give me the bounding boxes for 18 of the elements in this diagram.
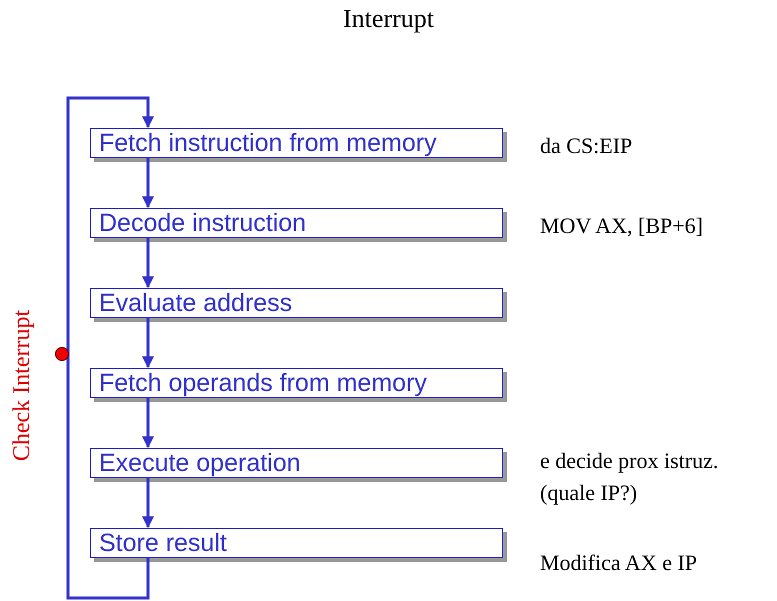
- box-label: Decode instruction: [99, 209, 306, 238]
- box-label: Evaluate address: [99, 289, 292, 318]
- box-label: Fetch instruction from memory: [99, 129, 437, 158]
- arrow: [66, 96, 154, 600]
- box-label: Execute operation: [99, 449, 301, 478]
- arrow: [142, 398, 154, 448]
- box-label: Store result: [99, 529, 227, 558]
- arrow: [142, 318, 154, 368]
- title: Interrupt: [342, 4, 435, 34]
- arrow: [142, 478, 154, 528]
- side-note: e decide prox istruz. (quale IP?): [540, 447, 720, 507]
- side-note: da CS:EIP: [540, 132, 634, 160]
- arrow: [142, 158, 154, 208]
- side-note: Modifica AX e IP: [540, 549, 698, 577]
- arrow: [142, 238, 154, 288]
- loop-label: Check Interrupt: [8, 309, 36, 461]
- side-note: MOV AX, [BP+6]: [540, 212, 704, 240]
- box-label: Fetch operands from memory: [99, 369, 427, 398]
